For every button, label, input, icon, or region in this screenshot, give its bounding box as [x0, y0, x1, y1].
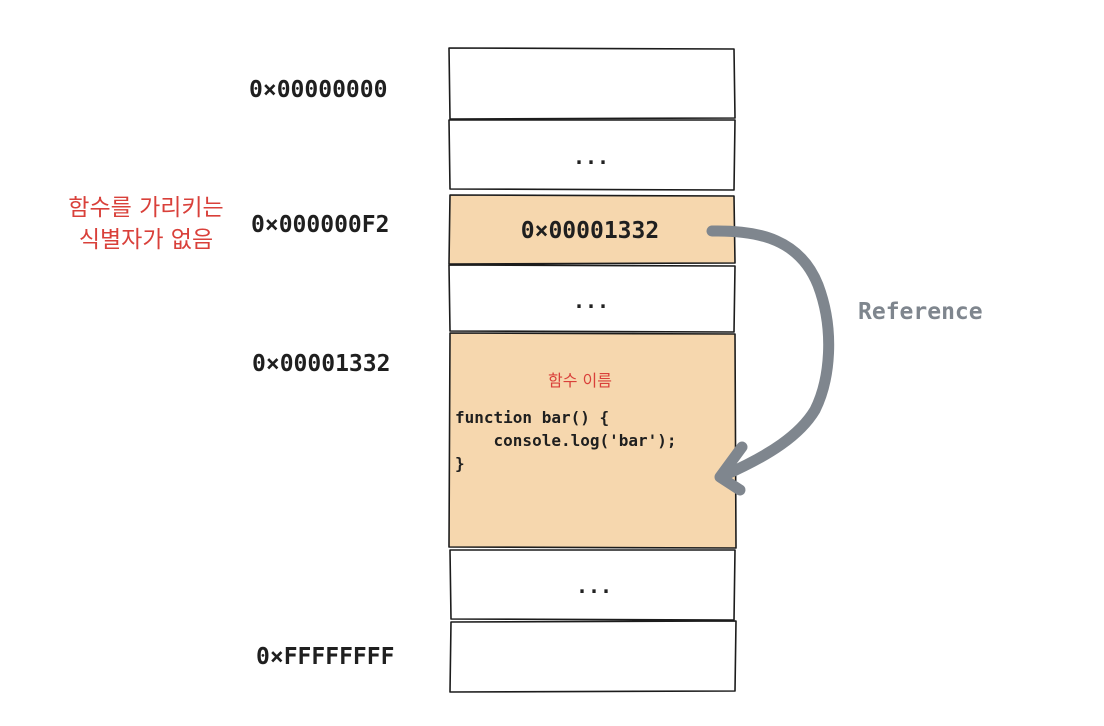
function-name-label: 함수 이름 — [548, 371, 612, 390]
note-line-2: 식별자가 없음 — [79, 227, 213, 253]
address-label-2: 0×000000F2 — [251, 212, 389, 238]
address-label-0: 0×00000000 — [249, 77, 387, 103]
memory-cell-4 — [448, 332, 737, 549]
no-identifier-note: 함수를 가리키는 식별자가 없음 — [68, 195, 223, 253]
cell-values: ... 0×00001332 ... ... — [521, 145, 659, 598]
address-label-6: 0×FFFFFFFF — [256, 644, 394, 670]
code-line-2: console.log('bar'); — [455, 431, 677, 450]
memory-cell-1 — [448, 119, 736, 191]
cell-value-2: 0×00001332 — [521, 218, 659, 244]
address-labels: 0×00000000 0×000000F2 0×00001332 0×FFFFF… — [249, 77, 394, 670]
memory-cell-3 — [448, 264, 736, 333]
memory-cell-6 — [449, 620, 737, 693]
reference-label: Reference — [858, 299, 983, 325]
memory-cell-5 — [449, 549, 736, 621]
memory-cell-0 — [448, 47, 736, 120]
function-block: 함수 이름 function bar() { console.log('bar'… — [455, 371, 677, 473]
cell-value-1: ... — [573, 145, 609, 169]
cell-value-5: ... — [576, 574, 612, 598]
memory-column — [448, 47, 737, 693]
note-line-1: 함수를 가리키는 — [68, 195, 223, 221]
reference-arrow — [706, 225, 835, 496]
code-line-1: function bar() { — [455, 408, 609, 427]
code-line-3: } — [455, 454, 465, 473]
memory-cell-2 — [448, 194, 736, 265]
address-label-4: 0×00001332 — [252, 351, 390, 377]
reference-arrow-curve — [706, 225, 835, 481]
reference-arrowhead — [714, 441, 748, 496]
cell-value-3: ... — [573, 289, 609, 313]
